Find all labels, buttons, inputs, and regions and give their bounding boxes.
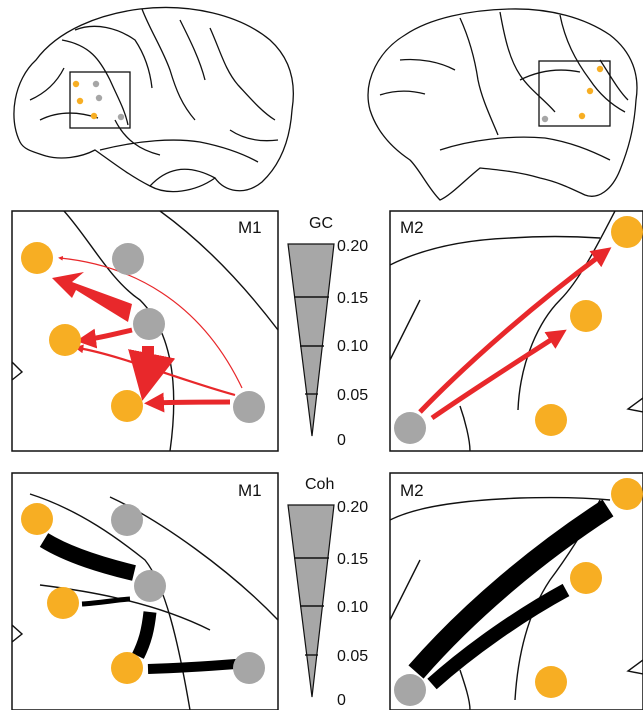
gc-scale-tick: 0 xyxy=(337,432,346,449)
gc-arrow-long xyxy=(418,247,612,414)
gc-arrow-strong-down xyxy=(128,345,176,401)
roi-box-left xyxy=(69,71,131,129)
node-seed xyxy=(394,412,426,444)
node-target xyxy=(535,404,567,436)
coh-panel-m1: M1 xyxy=(11,472,279,710)
node-seed xyxy=(111,504,143,536)
gc-arrow-mid xyxy=(76,327,133,349)
node-seed xyxy=(134,570,166,602)
sulcus-line xyxy=(390,496,611,521)
sulcus-line xyxy=(459,405,471,451)
sulcus-line xyxy=(390,299,421,361)
coh-band xyxy=(132,611,157,659)
gc-panel-m1: M1 xyxy=(11,210,279,452)
node-seed xyxy=(133,308,165,340)
node-target xyxy=(611,216,643,248)
node-target xyxy=(47,587,79,619)
gc-scale-tick: 0.10 xyxy=(337,338,368,355)
brain-right-sites xyxy=(541,65,604,123)
node-target xyxy=(570,300,602,332)
node-target xyxy=(111,390,143,422)
gc-scale-wedge xyxy=(287,243,335,437)
coh-panel-m1-frame xyxy=(11,472,279,710)
coh-band xyxy=(408,499,614,679)
gc-panel-m1-label: M1 xyxy=(238,218,262,237)
coh-panel-m2-frame xyxy=(389,472,643,710)
coh-band xyxy=(81,596,131,607)
sulcus-line xyxy=(517,211,616,411)
node-target xyxy=(21,503,53,535)
coh-scale-tick: 0.20 xyxy=(337,499,368,516)
node-target xyxy=(570,562,602,594)
gc-arrow-thin xyxy=(58,255,243,389)
gc-panel-m2-label: M2 xyxy=(400,218,424,237)
node-seed xyxy=(394,674,426,706)
node-seed xyxy=(233,652,265,684)
gc-arrow-mid-left xyxy=(144,392,231,413)
coh-scale-title: Coh xyxy=(305,476,334,493)
gc-arrow-weak xyxy=(74,344,236,397)
brain-right xyxy=(367,8,638,201)
gc-panel-m1-frame xyxy=(11,210,279,452)
sulcus-line xyxy=(159,211,278,331)
sulcus-line xyxy=(12,361,24,381)
node-target xyxy=(111,652,143,684)
roi-box-right xyxy=(538,60,611,127)
sulcus-line xyxy=(390,235,601,266)
coh-scale-tick: 0.05 xyxy=(337,648,368,665)
sulcus-line xyxy=(459,669,471,710)
sulcus-line xyxy=(29,493,191,710)
coh-band xyxy=(427,583,570,690)
sulcus-line xyxy=(626,397,643,413)
coh-band xyxy=(147,659,237,674)
brain-left-outline xyxy=(13,6,295,193)
coh-scale-wedge xyxy=(287,504,335,698)
node-seed xyxy=(233,391,265,423)
gc-scale: GC 0.20 0.15 0.10 0.05 0 xyxy=(287,215,368,449)
sulcus-line xyxy=(12,624,24,643)
coh-scale-tick: 0 xyxy=(337,692,346,709)
gc-scale-title: GC xyxy=(309,215,333,232)
brain-right-outline xyxy=(367,8,638,201)
coh-scale-tick: 0.15 xyxy=(337,551,368,568)
node-target xyxy=(611,478,643,510)
gc-scale-tick: 0.20 xyxy=(337,238,368,255)
coh-scale-tick: 0.10 xyxy=(337,599,368,616)
node-target xyxy=(535,666,567,698)
coh-scale: Coh 0.20 0.15 0.10 0.05 0 xyxy=(287,476,368,709)
gc-scale-tick: 0.15 xyxy=(337,290,368,307)
coh-panel-m2-label: M2 xyxy=(400,481,424,500)
gc-panel-m2-frame xyxy=(389,210,643,452)
brain-left xyxy=(13,6,295,193)
sulcus-line xyxy=(390,559,421,621)
coh-panel-m1-label: M1 xyxy=(238,481,262,500)
node-target xyxy=(21,242,53,274)
gc-arrow-short xyxy=(430,329,567,421)
coh-panel-m2: M2 xyxy=(389,472,643,710)
node-target xyxy=(49,324,81,356)
gc-panel-m2: M2 xyxy=(389,210,643,452)
gc-scale-tick: 0.05 xyxy=(337,387,368,404)
sulcus-line xyxy=(626,659,643,675)
brain-left-sites xyxy=(72,80,125,121)
node-seed xyxy=(112,243,144,275)
coh-band xyxy=(39,533,136,581)
gc-arrow-strongest xyxy=(52,272,132,322)
